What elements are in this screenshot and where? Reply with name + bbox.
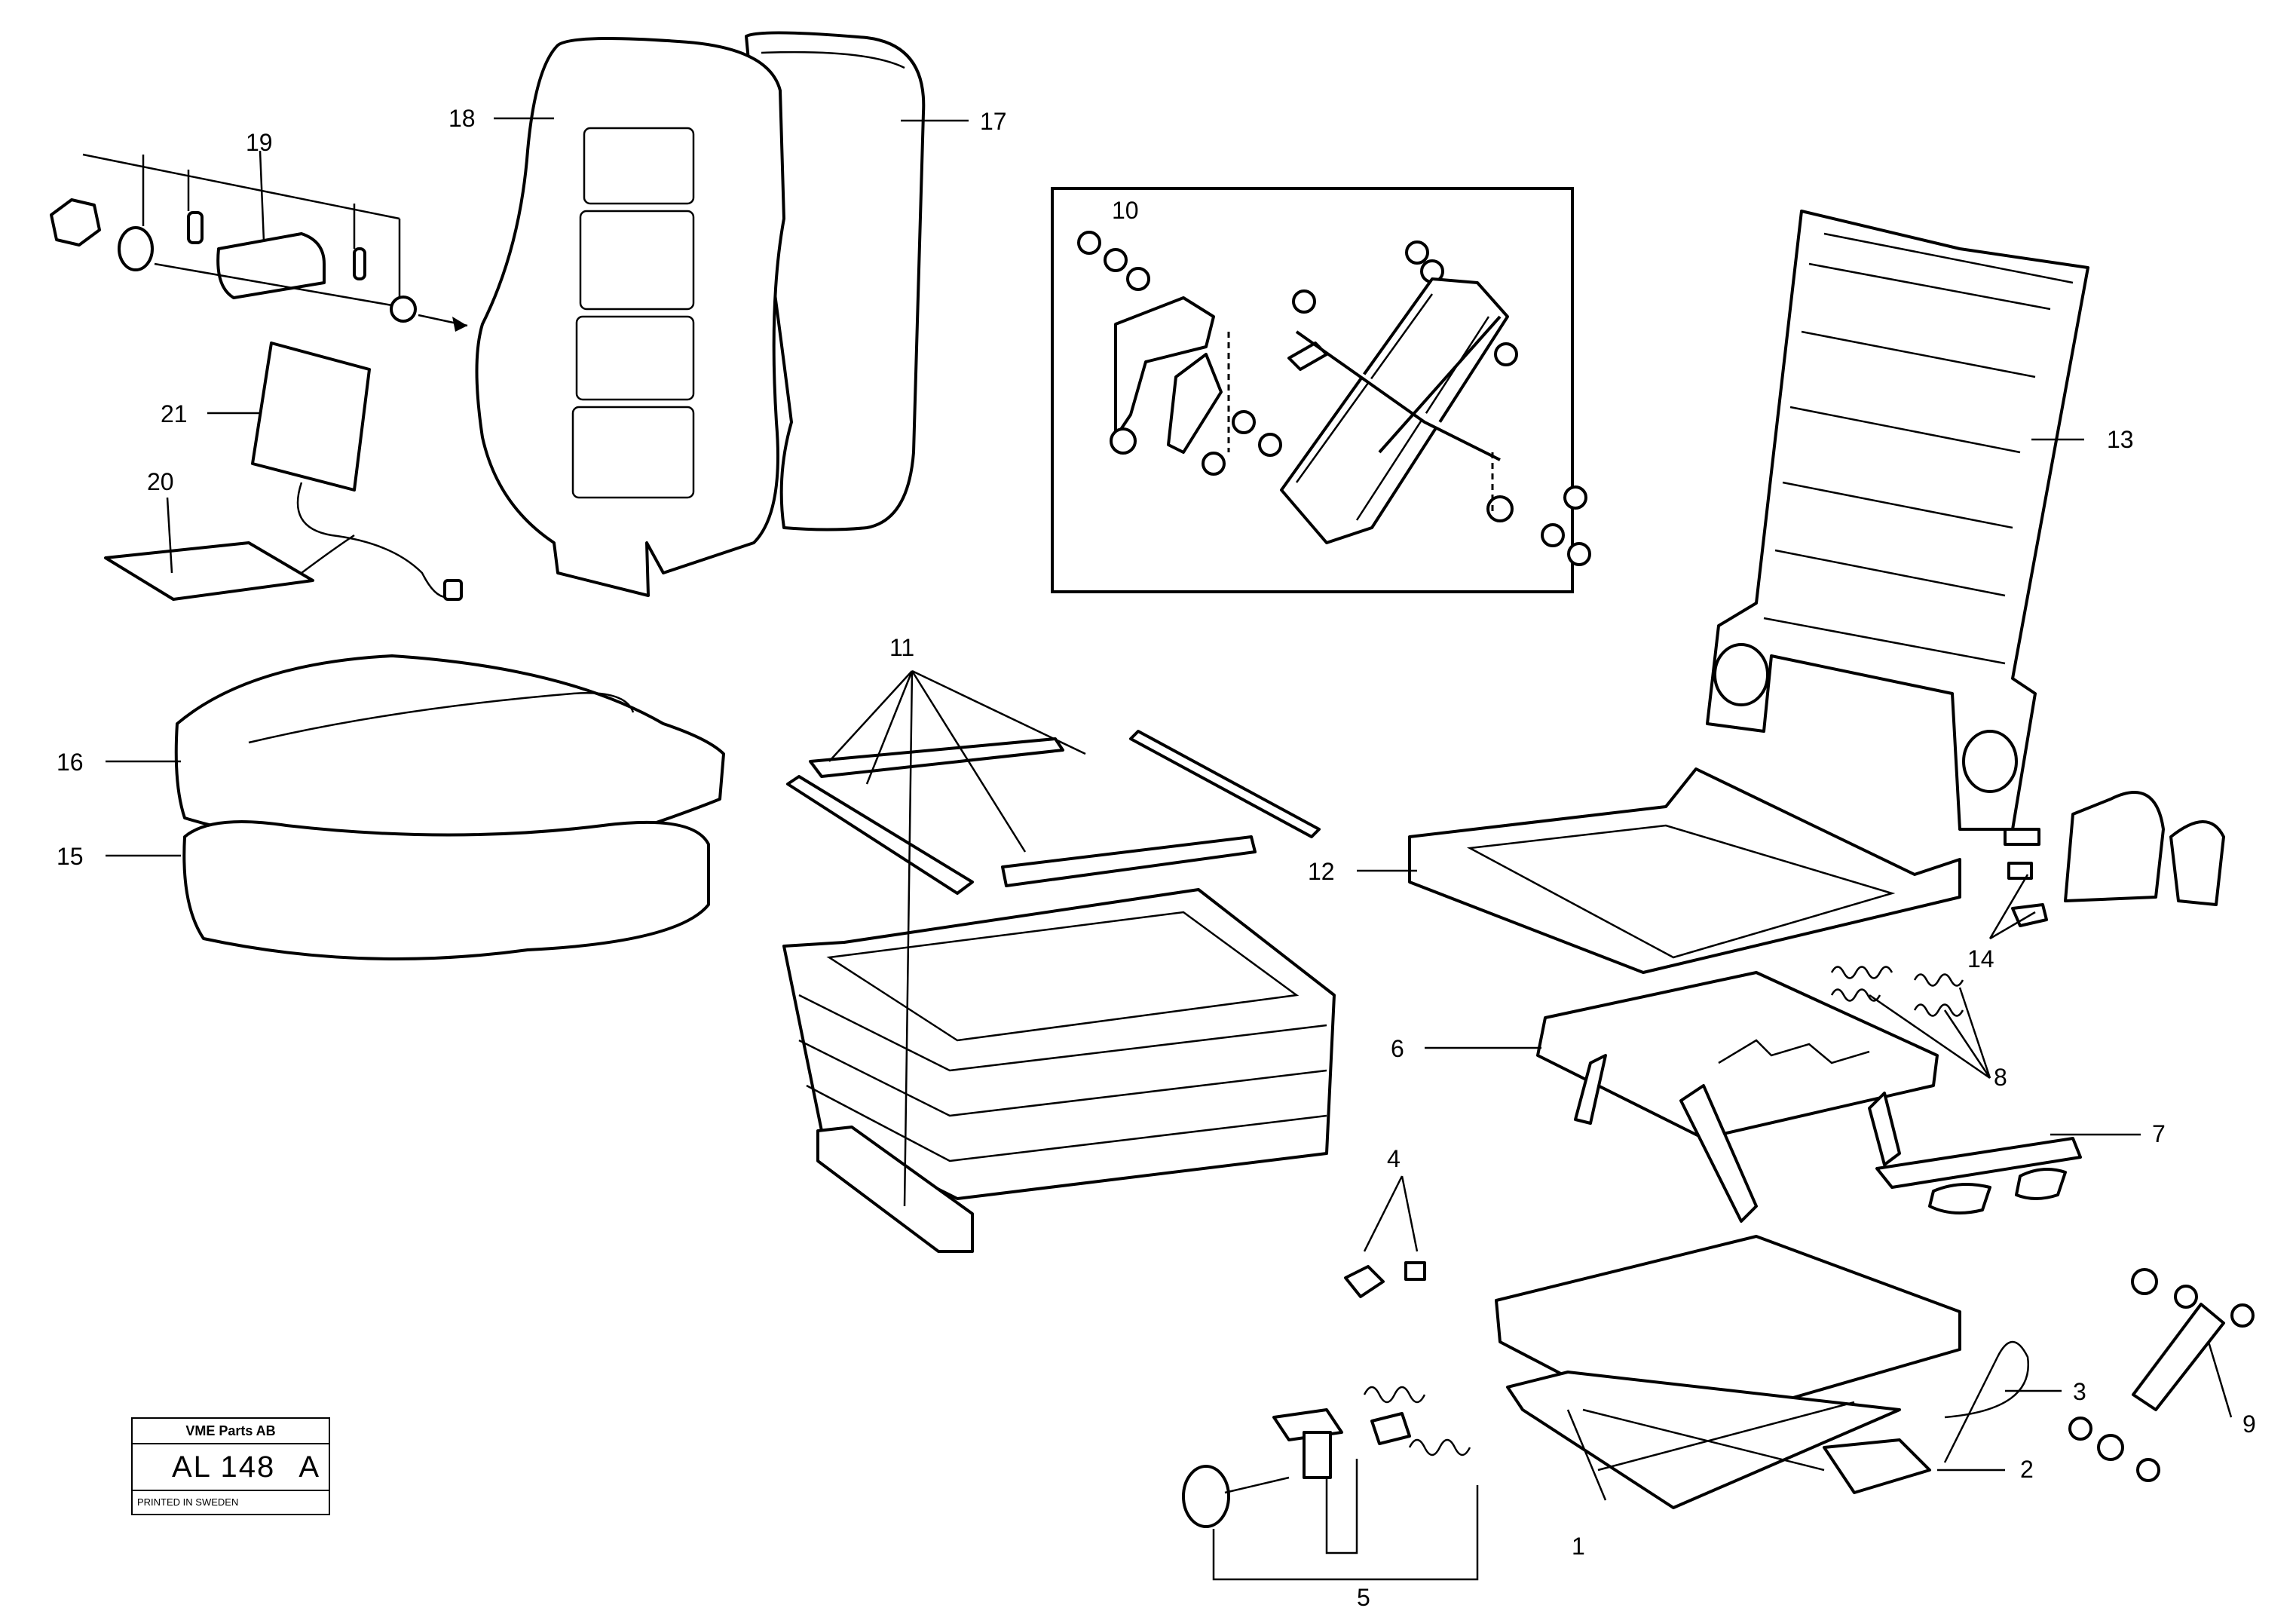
shock-absorber [2068, 1268, 2255, 1482]
part-label-5: 5 [1357, 1584, 1370, 1608]
side-covers [2004, 791, 2225, 927]
part-label-13: 13 [2107, 426, 2134, 453]
springs [1830, 966, 1964, 1017]
backrest-rear-cover [745, 31, 926, 531]
part-label-17: 17 [980, 108, 1007, 135]
seat-frame [1408, 767, 1961, 974]
stamp-printed: PRINTED IN SWEDEN [137, 1496, 239, 1508]
seat-base-scissor [1495, 1235, 1961, 1509]
title-block-stamp: VME Parts AB AL 148 A PRINTED IN SWEDEN [131, 1417, 330, 1515]
part-label-16: 16 [57, 749, 84, 776]
tension-adjuster [1182, 1386, 1479, 1581]
backrest-frame [1706, 210, 2089, 831]
part-label-10: 10 [1112, 197, 1139, 224]
stamp-company: VME Parts AB [133, 1419, 329, 1444]
part-label-12: 12 [1308, 858, 1335, 885]
part-label-11: 11 [889, 634, 914, 661]
release-cable [1943, 1340, 2030, 1463]
seat-heating-pad [251, 342, 463, 601]
adjust-lever [1875, 1137, 2082, 1214]
part-label-6: 6 [1391, 1035, 1404, 1062]
part-label-8: 8 [1994, 1064, 2007, 1091]
stamp-code: AL 148 [172, 1450, 276, 1484]
leader-14 [1988, 874, 2036, 940]
stamp-code-row: AL 148 A [133, 1444, 329, 1491]
leader-8 [1869, 987, 1991, 1080]
part-label-1: 1 [1572, 1533, 1585, 1560]
part-label-19: 19 [246, 129, 273, 156]
part-label-9: 9 [2242, 1410, 2256, 1438]
part-label-15: 15 [57, 843, 84, 870]
part-label-3: 3 [2073, 1378, 2086, 1405]
part-label-20: 20 [147, 468, 174, 495]
seat-foam-base [182, 820, 710, 960]
linkage-detail-inset [1051, 187, 1591, 593]
leader-19 [259, 150, 265, 242]
clips [1344, 1175, 1426, 1298]
leader-9 [2207, 1341, 2233, 1418]
part-label-4: 4 [1387, 1145, 1401, 1172]
part-label-2: 2 [2020, 1456, 2034, 1483]
part-label-7: 7 [2152, 1120, 2166, 1147]
seat-slide-mechanism [1536, 971, 1939, 1223]
part-label-21: 21 [161, 400, 188, 427]
leader-20 [166, 497, 173, 574]
lumbar-adjuster-assembly [50, 153, 468, 332]
leader-1 [1566, 1409, 1607, 1501]
stamp-revision: A [298, 1450, 321, 1484]
bellows-and-guides [782, 669, 1336, 1253]
part-label-14: 14 [1967, 945, 1994, 972]
seat-heating-element [104, 534, 355, 601]
part-label-18: 18 [448, 105, 476, 132]
backrest-front-cushion [475, 37, 785, 597]
